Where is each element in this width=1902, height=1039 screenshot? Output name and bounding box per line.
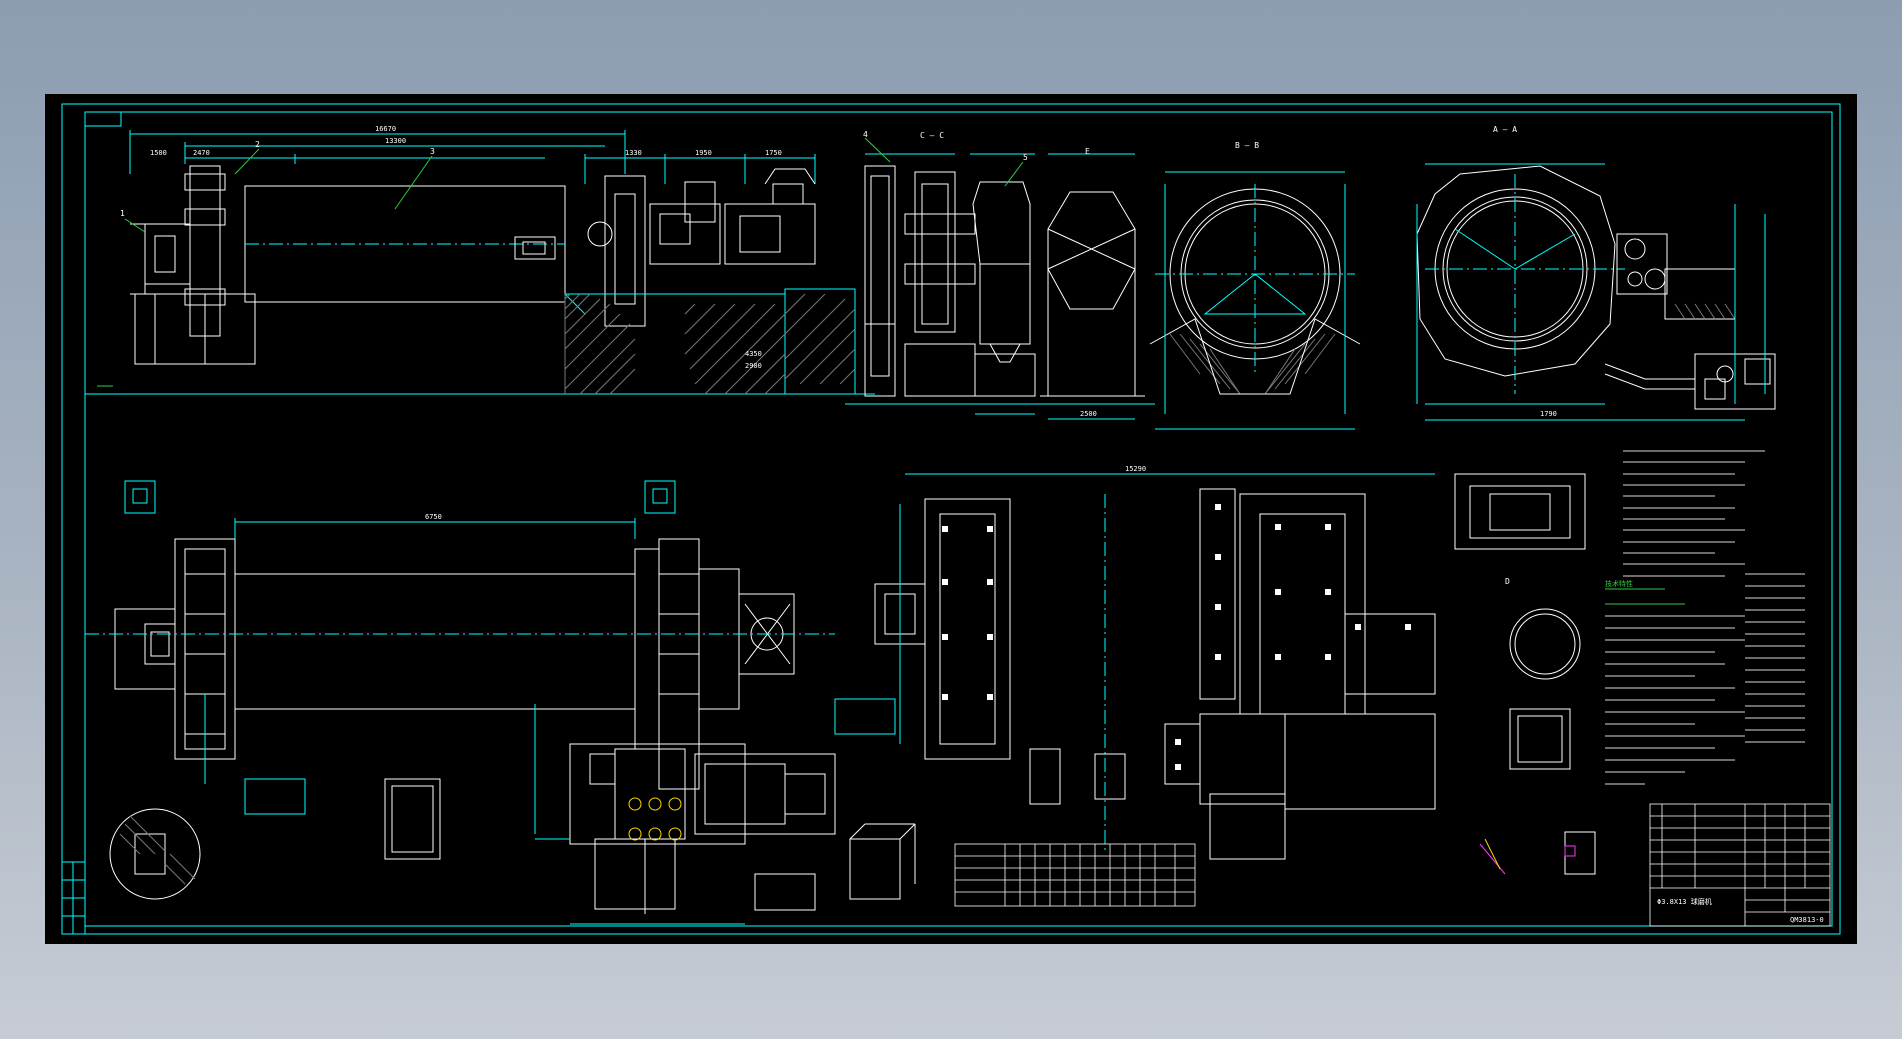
section-label-b: B — B xyxy=(1235,141,1259,150)
technical-notes xyxy=(1605,450,1805,785)
drive-dim-3: 1750 xyxy=(765,149,782,157)
end-width-dim: 2500 xyxy=(1080,410,1097,418)
foundation-dim: 1790 xyxy=(1540,410,1557,418)
detail-views xyxy=(109,473,1596,900)
section-label-c: C — C xyxy=(920,131,944,140)
drawing-number: QM3813-0 xyxy=(1790,916,1824,924)
plan-length-dim: 6750 xyxy=(425,513,442,521)
section-label-a: A — A xyxy=(1493,125,1517,134)
part-callout-1: 1 xyxy=(120,209,125,218)
schedule-table xyxy=(954,843,1196,907)
base-dim-2: 2900 xyxy=(745,362,762,370)
title-block xyxy=(1649,803,1831,927)
section-b-b xyxy=(1149,171,1361,430)
cad-drawing: 16670 13300 1500 2470 1330 1950 1750 675… xyxy=(61,103,1841,935)
overall-length-dim: 16670 xyxy=(375,125,396,133)
body-length-dim: 13300 xyxy=(385,137,406,145)
base-dim: 4350 xyxy=(745,350,762,358)
section-a-a xyxy=(1416,163,1776,421)
part-callout-5: 5 xyxy=(1023,153,1028,162)
part-callout-3: 3 xyxy=(430,147,435,156)
drive-dim-1: 1330 xyxy=(625,149,642,157)
foundation-total-dim: 15290 xyxy=(1125,465,1146,473)
foundation-plan xyxy=(874,473,1436,860)
drive-dim-2: 1950 xyxy=(695,149,712,157)
drive-assembly-plan xyxy=(535,743,836,925)
plan-view xyxy=(85,480,896,834)
view-label-e: E xyxy=(1085,147,1090,156)
drawing-title: Φ3.8X13 球磨机 xyxy=(1657,897,1712,906)
sub-dim-1: 1500 xyxy=(150,149,167,157)
cad-viewport[interactable]: 16670 13300 1500 2470 1330 1950 1750 675… xyxy=(45,94,1857,944)
mill-elevation-view xyxy=(85,130,875,395)
drawing-border xyxy=(61,103,1841,935)
notes-heading: 技术特性 xyxy=(1605,579,1633,588)
sub-dim-2: 2470 xyxy=(193,149,210,157)
part-callout-4: 4 xyxy=(863,130,868,139)
part-callout-2: 2 xyxy=(255,140,260,149)
view-label-d: D xyxy=(1505,577,1510,586)
side-section-views xyxy=(845,137,1155,420)
